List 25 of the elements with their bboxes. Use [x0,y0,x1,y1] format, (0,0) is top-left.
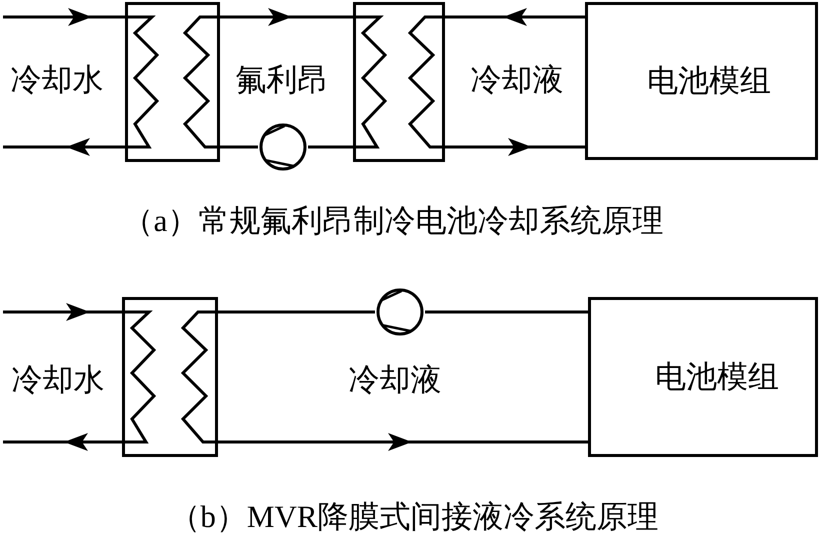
flow-arrow [218,433,588,451]
flow-arrow [3,8,125,26]
fluid-label: 冷却水 [12,362,104,398]
flow-line [220,146,258,148]
figure-caption: （a）常规氟利昂制冷电池冷却系统原理 [122,203,664,239]
pump-icon [375,287,425,337]
flow-arrow [3,303,122,321]
fluid-label: 氟利昂 [236,62,328,98]
module-label: 电池模组 [655,359,779,395]
flow-line [218,310,375,314]
flow-arrow [445,138,585,156]
flow-arrow [3,433,122,451]
battery-module-box [588,297,818,457]
flow-arrow [445,8,585,26]
flow-line [308,146,353,148]
module-label: 电池模组 [647,63,771,99]
battery-module-box [585,2,818,160]
fluid-label: 冷却水 [10,62,104,98]
flow-arrow [220,8,353,26]
fluid-label: 冷却液 [348,362,442,398]
fluid-label: 冷却液 [470,62,564,98]
figure-caption: （b）MVR降膜式间接液冷系统原理 [169,499,659,535]
pump-icon [258,122,308,172]
flow-arrow [3,138,125,156]
flow-line [425,310,588,314]
